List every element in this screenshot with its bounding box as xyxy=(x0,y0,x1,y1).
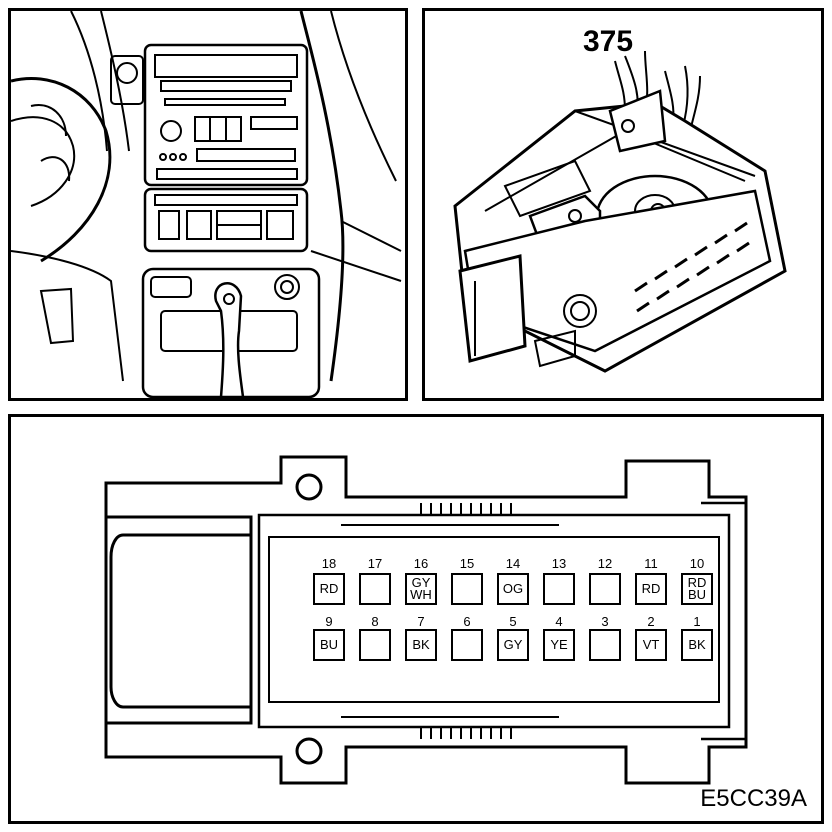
pin-number-1: 1 xyxy=(693,614,701,629)
connector-outline-illustration xyxy=(104,455,748,785)
pin-number-11: 11 xyxy=(644,556,658,571)
pin-number-5: 5 xyxy=(509,614,517,629)
pin-cavity-1: BK xyxy=(681,629,713,661)
pin-cavity-7: BK xyxy=(405,629,437,661)
pin-number-18: 18 xyxy=(321,556,337,571)
pin-cavity-15 xyxy=(451,573,483,605)
connector-number: 375 xyxy=(583,25,634,58)
pin-number-6: 6 xyxy=(463,614,471,629)
pin-cavity-14: OG xyxy=(497,573,529,605)
pin-cavity-6 xyxy=(451,629,483,661)
pin-cavity-5: GY xyxy=(497,629,529,661)
pin-cavity-18: RD xyxy=(313,573,345,605)
pin-number-17: 17 xyxy=(367,556,383,571)
pin-number-13: 13 xyxy=(551,556,567,571)
pin-number-12: 12 xyxy=(597,556,613,571)
pin-number-9: 9 xyxy=(325,614,333,629)
connector-3d-view: 375 xyxy=(422,8,824,401)
wire-color-4: YE xyxy=(550,637,568,652)
pin-cavity-4: YE xyxy=(543,629,575,661)
pin-number-10: 10 xyxy=(689,556,705,571)
connector-3d-illustration xyxy=(453,50,787,373)
pin-cavity-13 xyxy=(543,573,575,605)
pin-number-3: 3 xyxy=(601,614,609,629)
pin-number-7: 7 xyxy=(417,614,425,629)
figure-reference-code: E5CC39A xyxy=(700,785,807,812)
pin-cavity-11: RD xyxy=(635,573,667,605)
wire-color-18: RD xyxy=(319,581,339,596)
pin-cavity-3 xyxy=(589,629,621,661)
pin-number-2: 2 xyxy=(647,614,655,629)
wire-color-5: GY xyxy=(503,637,523,652)
wire-color-14: OG xyxy=(502,581,524,596)
dashboard-location-view xyxy=(8,8,408,401)
wire-color-9: BU xyxy=(319,637,339,652)
pin-number-14: 14 xyxy=(505,556,521,571)
pin-number-4: 4 xyxy=(555,614,563,629)
pin-cavity-2: VT xyxy=(635,629,667,661)
pin-cavity-17 xyxy=(359,573,391,605)
wire-color-2: VT xyxy=(642,637,660,652)
pin-number-8: 8 xyxy=(371,614,379,629)
dashboard-illustration xyxy=(11,11,402,398)
wire-color-7: BK xyxy=(412,637,430,652)
pin-number-16: 16 xyxy=(413,556,429,571)
wire-color-1: BK xyxy=(688,637,706,652)
pin-cavity-12 xyxy=(589,573,621,605)
pin-cavity-8 xyxy=(359,629,391,661)
pin-cavity-9: BU xyxy=(313,629,345,661)
pin-number-15: 15 xyxy=(459,556,475,571)
wire-color-11: RD xyxy=(641,581,661,596)
